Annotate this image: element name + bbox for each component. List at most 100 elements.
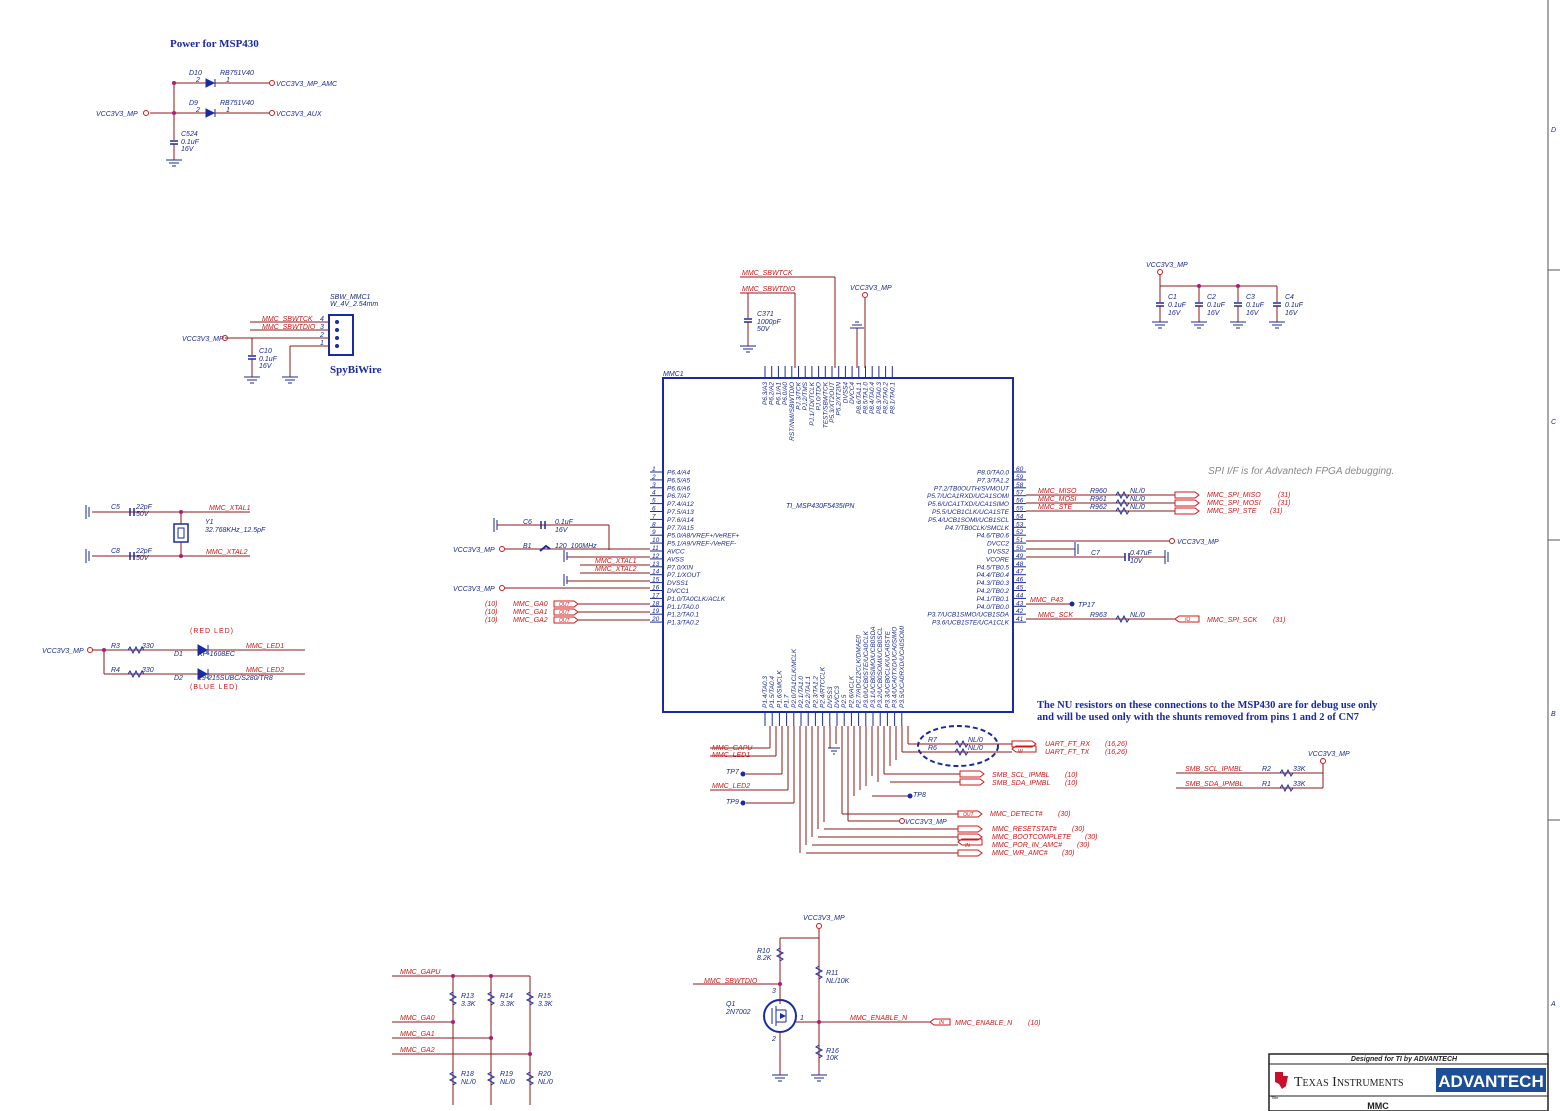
svg-text:(10): (10) xyxy=(485,609,497,616)
mcu-pin-num: 60 xyxy=(1016,466,1024,473)
mcu-pin-num: 16 xyxy=(652,585,660,592)
mcu-pin-label: P3.0/UCB0STE/UCA0CLK xyxy=(863,630,870,708)
mcu-pin-label: P6.1/A1 xyxy=(775,382,782,406)
diode-d9-icon xyxy=(205,108,216,118)
svg-text:16V: 16V xyxy=(1246,310,1260,317)
svg-text:TP7: TP7 xyxy=(726,769,740,776)
svg-text:MMC_GA1: MMC_GA1 xyxy=(400,1031,435,1038)
mcu-pin-label: P6.4/A4 xyxy=(667,470,691,477)
mcu-pin-label: P3.4/UCA0TXD/UCA0SIMO xyxy=(892,627,899,708)
blue-led-note: (BLUE LED) xyxy=(190,684,239,691)
title-block: Designed for TI by ADVANTECH Texas Instr… xyxy=(1268,1053,1549,1111)
mcu-pin-num: 42 xyxy=(1016,608,1024,615)
svg-text:MMC_SPI_SCK: MMC_SPI_SCK xyxy=(1207,617,1258,624)
vcc-aux-label: VCC3V3_AUX xyxy=(276,111,322,118)
mcu-pin-label: P7.7/A15 xyxy=(667,525,694,532)
mcu-pin-label: P1.5/TA0.4 xyxy=(769,676,776,708)
svg-text:SMB_SDA_IPMBL: SMB_SDA_IPMBL xyxy=(992,780,1050,787)
svg-text:33K: 33K xyxy=(1293,781,1306,788)
mcu-pin-label: DVCC3 xyxy=(834,686,841,708)
mcu-pin-label: P7.6/A14 xyxy=(667,517,694,524)
svg-text:SMB_SDA_IPMBL: SMB_SDA_IPMBL xyxy=(1185,781,1243,788)
svg-text:2: 2 xyxy=(319,332,324,339)
mcu-pin-label: P2.0/TA1CLK/MCLK xyxy=(791,648,798,708)
mcu-pin-label: TEST/SBWTCK xyxy=(822,381,829,428)
mcu-pin-num: 46 xyxy=(1016,577,1024,584)
mcu-pin-num: 9 xyxy=(652,529,656,536)
mcu-pin-num: 50 xyxy=(1016,545,1024,552)
svg-text:MMC_P43: MMC_P43 xyxy=(1030,597,1063,604)
border-zone-b: B xyxy=(1551,711,1556,718)
svg-text:(10): (10) xyxy=(485,601,497,608)
mcu-pin-label: P4.3/TB0.3 xyxy=(976,580,1009,587)
mcu-pin-label: P8.1/TA0.1 xyxy=(889,382,896,414)
mcu-pin-num: 48 xyxy=(1016,561,1024,568)
svg-text:2: 2 xyxy=(771,1036,776,1043)
mcu-pin-label: P8.5/TA1.0 xyxy=(863,382,870,414)
mcu-pin-num: 54 xyxy=(1016,513,1024,520)
mcu-pin-label: P8.4/TA0.4 xyxy=(869,382,876,414)
svg-text:(30): (30) xyxy=(1085,834,1097,841)
svg-text:(16,26): (16,26) xyxy=(1105,741,1127,748)
svg-text:MMC_MISO: MMC_MISO xyxy=(1038,488,1077,495)
svg-text:330: 330 xyxy=(142,643,154,650)
ga-resistors: MMC_GAPU MMC_GA0 MMC_GA1 MMC_GA2 R13 3.3… xyxy=(392,969,553,1105)
mcu-pin-label: P4.1/TB0.1 xyxy=(976,596,1009,603)
sbw-ref: SBW_MMC1 xyxy=(330,294,371,301)
svg-text:MMC_GA2: MMC_GA2 xyxy=(400,1047,435,1054)
svg-text:16V: 16V xyxy=(555,527,569,534)
mcu-ref: MMC1 xyxy=(663,371,684,378)
mcu-pin-label: P5.2/XT2IN xyxy=(836,382,843,416)
svg-text:1: 1 xyxy=(800,1015,804,1022)
mcu-pin-label: P7.1/XOUT xyxy=(667,572,701,579)
svg-text:W: W xyxy=(1018,749,1024,755)
sbw-tck-net: MMC_SBWTCK xyxy=(262,316,313,323)
svg-text:2: 2 xyxy=(195,77,200,84)
led1-net: MMC_LED1 xyxy=(246,643,284,650)
svg-text:VCC3V3_MP: VCC3V3_MP xyxy=(42,648,84,655)
svg-text:OUT: OUT xyxy=(559,610,571,616)
mcu-pin-num: 58 xyxy=(1016,482,1024,489)
svg-text:OUT: OUT xyxy=(559,618,571,624)
mcu-pin-num: 41 xyxy=(1016,616,1024,623)
mcu-pin-label: P1.2/TA0.1 xyxy=(667,612,699,619)
svg-text:R2: R2 xyxy=(1262,766,1271,773)
svg-text:R1: R1 xyxy=(1262,781,1271,788)
mcu-pin-label: P7.3/TA1.2 xyxy=(977,477,1009,484)
svg-text:C10: C10 xyxy=(259,348,272,355)
svg-text:2N7002: 2N7002 xyxy=(725,1009,751,1016)
svg-text:8.2K: 8.2K xyxy=(757,955,772,962)
mcu-pin-label: PJ.0/TDO xyxy=(816,382,823,411)
mcu-pin-label: P6.2/A2 xyxy=(769,382,776,406)
mcu-pin-num: 4 xyxy=(652,490,656,497)
svg-text:MMC_ENABLE_N: MMC_ENABLE_N xyxy=(955,1020,1013,1027)
mcu-pin-num: 51 xyxy=(1016,537,1024,544)
svg-text:R10: R10 xyxy=(757,948,770,955)
vcc-port-amc xyxy=(269,80,275,86)
svg-text:0.1uF: 0.1uF xyxy=(1246,302,1265,309)
designed-by: Designed for TI by ADVANTECH xyxy=(1351,1056,1458,1063)
svg-text:NL/0: NL/0 xyxy=(461,1079,476,1086)
mcu-pin-num: 1 xyxy=(652,466,656,473)
mcu-pin-num: 6 xyxy=(652,506,656,513)
svg-text:MMC_SBWTDIO: MMC_SBWTDIO xyxy=(742,286,796,293)
vcc-port-in xyxy=(143,110,149,116)
svg-text:3: 3 xyxy=(320,324,324,331)
mcu-pin-label: PJ.3/TCK xyxy=(796,381,803,409)
svg-text:MMC_SBWTCK: MMC_SBWTCK xyxy=(742,270,793,277)
mcu-pin-label: P2.7/ADC12CLK/DMAE0 xyxy=(856,635,863,708)
svg-text:MMC_MOSI: MMC_MOSI xyxy=(1038,496,1077,503)
svg-text:R18: R18 xyxy=(461,1071,474,1078)
mcu-pin-label: P2.6/ACLK xyxy=(848,675,855,708)
svg-text:(30): (30) xyxy=(1062,850,1074,857)
svg-text:(10): (10) xyxy=(485,617,497,624)
svg-text:16V: 16V xyxy=(259,363,273,370)
mcu-pin-label: P2.3/TA1.2 xyxy=(812,676,819,708)
ti-logo-icon xyxy=(1275,1072,1288,1089)
mcu-part: TI_MSP430F5435IPN xyxy=(786,503,855,510)
sbw-connector[interactable] xyxy=(328,314,354,356)
mcu-body[interactable] xyxy=(662,377,1014,713)
